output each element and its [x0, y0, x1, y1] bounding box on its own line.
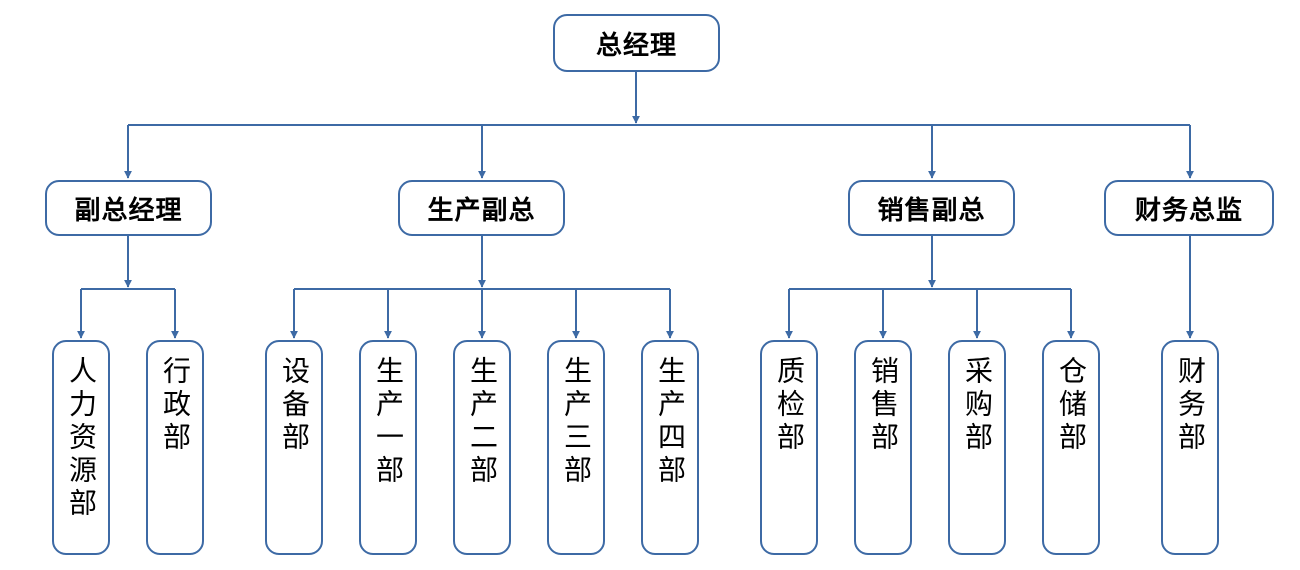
- dept-finance-label: 财务部: [1174, 356, 1207, 455]
- node-production-vp: 生产副总: [398, 180, 565, 236]
- node-general-manager: 总经理: [553, 14, 720, 72]
- dept-quality-control: 质检部: [760, 340, 818, 555]
- dept-production-3: 生产三部: [547, 340, 605, 555]
- dept-production-1: 生产一部: [359, 340, 417, 555]
- dept-production-3-label: 生产三部: [560, 356, 593, 488]
- dept-production-1-label: 生产一部: [372, 356, 405, 488]
- dept-purchasing-label: 采购部: [961, 356, 994, 455]
- dept-equipment: 设备部: [265, 340, 323, 555]
- dept-production-4: 生产四部: [641, 340, 699, 555]
- node-finance-director-label: 财务总监: [1134, 195, 1243, 226]
- dept-hr: 人力资源部: [52, 340, 110, 555]
- dept-finance: 财务部: [1161, 340, 1219, 555]
- dept-warehouse-label: 仓储部: [1055, 356, 1088, 455]
- dept-purchasing: 采购部: [948, 340, 1006, 555]
- node-sales-vp: 销售副总: [848, 180, 1015, 236]
- dept-hr-label: 人力资源部: [65, 356, 98, 521]
- dept-sales: 销售部: [854, 340, 912, 555]
- node-production-vp-label: 生产副总: [427, 195, 536, 226]
- node-sales-vp-label: 销售副总: [877, 195, 986, 226]
- node-finance-director: 财务总监: [1104, 180, 1274, 236]
- dept-sales-label: 销售部: [867, 356, 900, 455]
- dept-warehouse: 仓储部: [1042, 340, 1100, 555]
- node-deputy-general-manager: 副总经理: [45, 180, 212, 236]
- dept-production-4-label: 生产四部: [654, 356, 687, 488]
- dept-production-2: 生产二部: [453, 340, 511, 555]
- dept-admin-label: 行政部: [159, 356, 192, 455]
- dept-admin: 行政部: [146, 340, 204, 555]
- dept-equipment-label: 设备部: [278, 356, 311, 455]
- node-deputy-general-manager-label: 副总经理: [74, 195, 183, 226]
- dept-production-2-label: 生产二部: [466, 356, 499, 488]
- dept-quality-control-label: 质检部: [773, 356, 806, 455]
- node-general-manager-label: 总经理: [595, 30, 677, 61]
